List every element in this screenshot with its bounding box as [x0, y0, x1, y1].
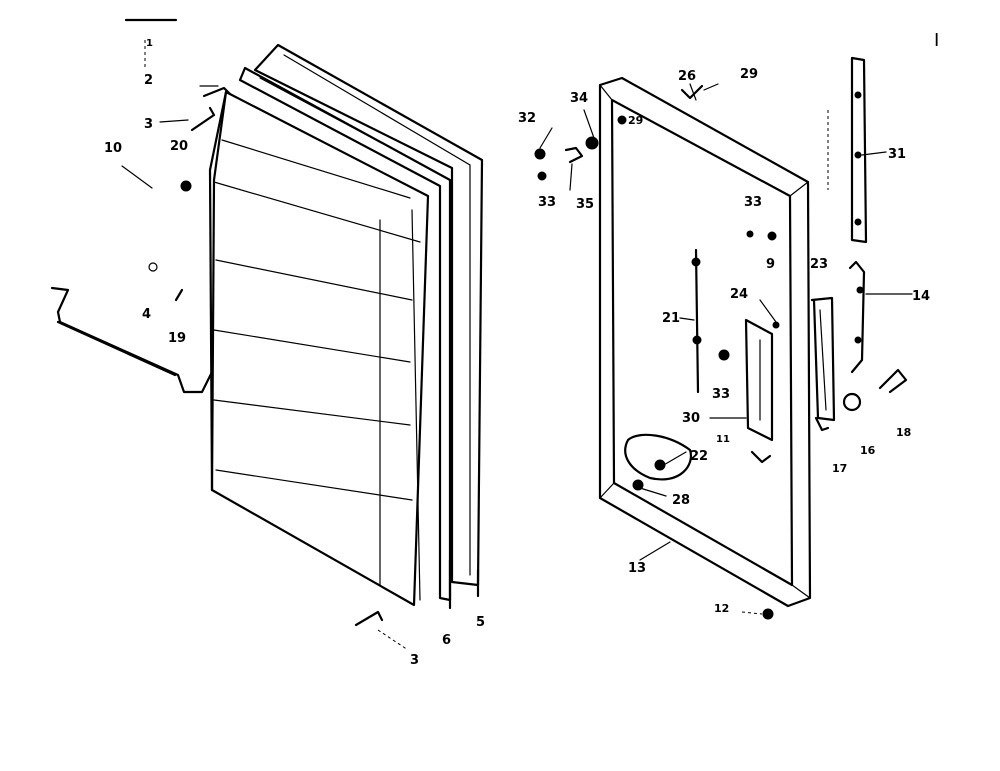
latch-bracket-23 — [810, 296, 836, 422]
part-17-clip — [814, 416, 830, 432]
door-handle-strip — [202, 86, 232, 98]
part-16-roller — [842, 392, 862, 412]
label-26: 26 — [678, 69, 696, 84]
label-3-bottom: 3 — [410, 653, 419, 668]
part-3-screw-bottom — [354, 610, 384, 627]
label-29-a: 29 — [740, 67, 758, 82]
handle-bar — [50, 286, 214, 394]
label-17: 17 — [832, 462, 847, 475]
label-23: 23 — [810, 257, 828, 272]
label-11: 11 — [716, 434, 730, 445]
part-33-nut-c — [718, 349, 730, 361]
shaft-21 — [691, 248, 702, 394]
part-33-nut-a — [537, 171, 547, 181]
label-33-c: 33 — [712, 387, 730, 402]
label-6: 6 — [442, 633, 451, 648]
plate-30 — [744, 318, 774, 442]
label-12: 12 — [714, 602, 729, 615]
door-frame — [598, 76, 812, 608]
label-34: 34 — [570, 91, 588, 106]
part-34-knob — [585, 136, 599, 150]
label-13: 13 — [628, 561, 646, 576]
label-4: 4 — [142, 307, 151, 322]
part-11-pin — [750, 450, 772, 464]
label-31: 31 — [888, 147, 906, 162]
part-20-knob — [180, 180, 192, 192]
label-14: 14 — [912, 289, 930, 304]
label-corner: I — [934, 30, 939, 51]
label-16: 16 — [860, 444, 876, 457]
hook-14 — [848, 260, 866, 374]
label-21: 21 — [662, 311, 680, 326]
label-19: 19 — [168, 331, 186, 346]
label-2: 2 — [144, 73, 153, 88]
label-32: 32 — [518, 111, 536, 126]
inner-door-panel — [208, 90, 430, 607]
part-35-clip — [564, 146, 584, 164]
label-10: 10 — [104, 141, 122, 156]
part-32-knob — [534, 148, 546, 160]
label-1: 1 — [146, 38, 153, 49]
outer-door-panel — [253, 43, 484, 587]
part-33-nut-b — [746, 230, 754, 238]
part-4-washer — [148, 262, 158, 272]
hinge-bar-31 — [850, 56, 868, 244]
label-33-a: 33 — [538, 195, 556, 210]
label-20: 20 — [170, 139, 188, 154]
door-gasket — [238, 66, 452, 602]
label-29-b: 29 — [628, 114, 643, 127]
part-19-pin — [174, 288, 184, 302]
label-5: 5 — [476, 615, 485, 630]
label-33-b: 33 — [744, 195, 762, 210]
label-9: 9 — [766, 257, 775, 272]
label-35: 35 — [576, 197, 594, 212]
label-30: 30 — [682, 411, 700, 426]
part-9-cap — [767, 231, 777, 241]
part-3-screw-top — [190, 106, 216, 132]
part-18-latch — [878, 368, 908, 394]
label-28: 28 — [672, 493, 690, 508]
part-12-nut — [762, 608, 774, 620]
label-18: 18 — [896, 426, 911, 439]
cutaway-22 — [624, 433, 693, 481]
part-24-screw — [772, 321, 780, 329]
label-24: 24 — [730, 287, 748, 302]
label-22: 22 — [690, 449, 708, 464]
part-29-hinge — [680, 84, 704, 100]
label-3-top: 3 — [144, 117, 153, 132]
